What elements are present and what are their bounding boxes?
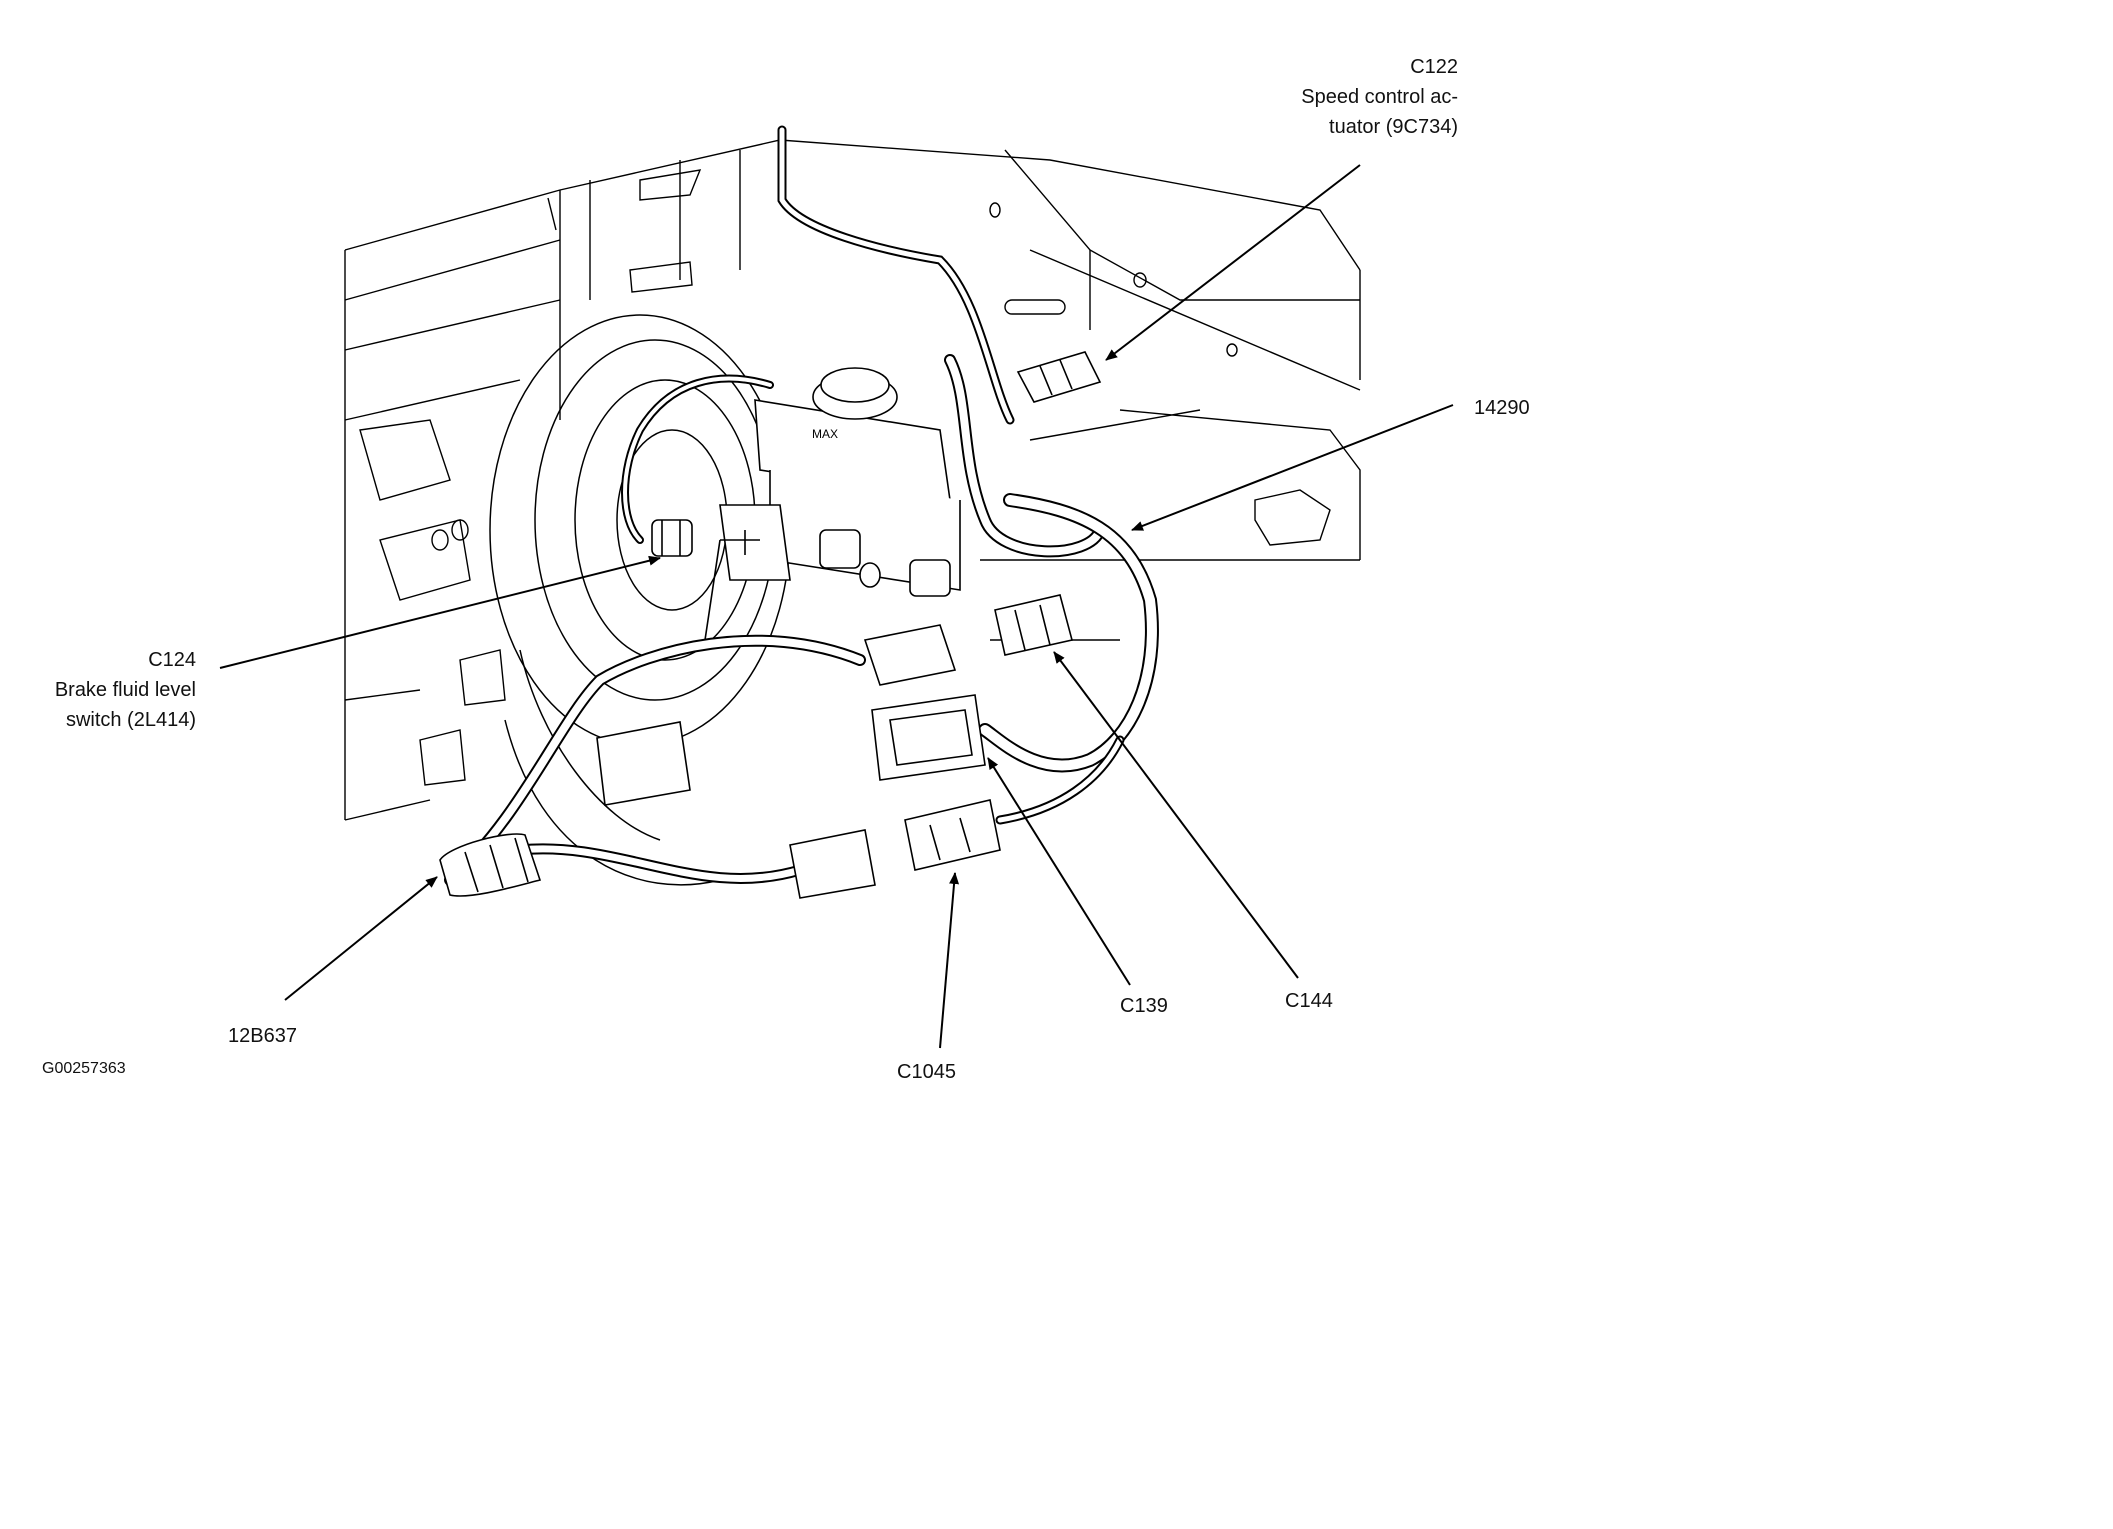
callout-c124-id: C124 [148, 649, 196, 671]
callout-c1045: C1045 [897, 1057, 956, 1087]
callout-c1045-id: C1045 [897, 1061, 956, 1083]
callout-c144-id: C144 [1285, 990, 1333, 1012]
callout-c122-desc-2: tuator (9C734) [1329, 116, 1458, 138]
connector-c122 [1016, 351, 1102, 403]
callout-c139: C139 [1120, 991, 1168, 1021]
leader-arrows [219, 164, 1454, 1049]
connector-c144 [863, 594, 1073, 686]
connector-c1045 [789, 799, 1001, 899]
callout-c124-desc-1: Brake fluid level [54, 679, 196, 701]
callout-12b637: 12B637 [228, 1021, 297, 1051]
reservoir-max-mark: MAX [812, 427, 838, 441]
callout-c122-desc-1: Speed control ac- [1301, 86, 1458, 108]
connector-c124 [651, 519, 693, 557]
engine-bay-illustration: MAX [219, 125, 1454, 1049]
firewall-structure [344, 139, 1361, 821]
callout-c144: C144 [1285, 986, 1333, 1016]
connector-c139 [596, 694, 986, 806]
callout-14290: 14290 [1474, 393, 1530, 423]
callout-14290-id: 14290 [1474, 397, 1530, 419]
master-cylinder [704, 367, 961, 641]
callout-c139-id: C139 [1120, 995, 1168, 1017]
wiring-harness [444, 125, 1159, 886]
wiring-diagram: MAX [42, 52, 1530, 1087]
figure-code: G00257363 [42, 1060, 126, 1077]
callout-c124-desc-2: switch (2L414) [65, 709, 196, 731]
callout-c122-id: C122 [1410, 56, 1458, 78]
callout-c122: C122 Speed control ac- tuator (9C734) [1301, 52, 1458, 142]
callout-12b637-id: 12B637 [228, 1025, 297, 1047]
harness-end-sleeve [439, 833, 542, 897]
callout-c124: C124 Brake fluid level switch (2L414) [55, 645, 196, 735]
